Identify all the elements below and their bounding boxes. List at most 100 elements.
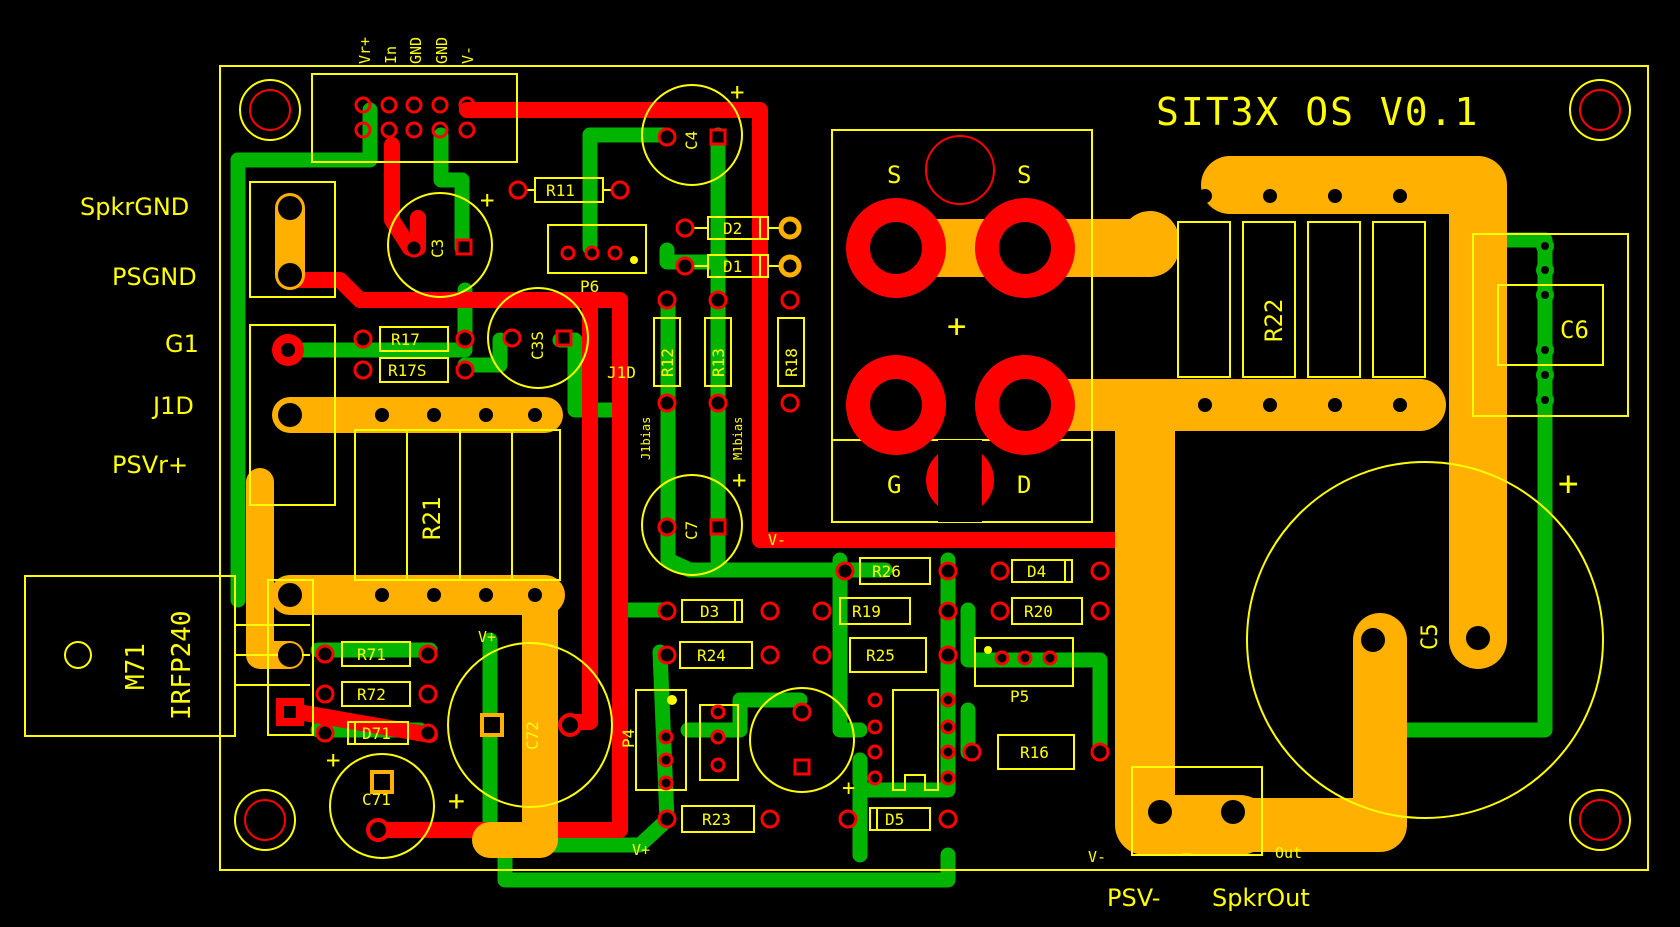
r24-resistor: R24 xyxy=(657,641,780,669)
r23-label: R23 xyxy=(702,810,731,829)
regulator-footprint: + xyxy=(842,689,956,801)
r72-label: R72 xyxy=(357,685,386,704)
r25-label: R25 xyxy=(866,646,895,665)
label-g1: G1 xyxy=(165,330,199,358)
mosfet-s1-label: S xyxy=(887,161,901,189)
label-psgnd: PSGND xyxy=(112,263,197,291)
d2-diode: D2 xyxy=(675,216,802,240)
mounting-holes xyxy=(234,79,1631,851)
c71-label: C71 xyxy=(362,790,391,809)
mounting-hole xyxy=(239,79,301,141)
d1-label: D1 xyxy=(723,257,742,276)
d3-label: D3 xyxy=(700,602,719,621)
c5-capacitor: C5 + xyxy=(1246,461,1604,819)
d71-label: D71 xyxy=(362,724,391,743)
r72-resistor: R72 xyxy=(315,681,438,707)
pad xyxy=(276,470,300,494)
input-pin-label: Vr+ xyxy=(356,37,374,64)
p4-label: P4 xyxy=(619,729,638,748)
r17-label: R17 xyxy=(391,330,420,349)
input-connector: Vr+ In GND GND V- xyxy=(311,37,518,163)
pad xyxy=(278,196,302,220)
pad xyxy=(281,343,295,357)
c5-label: C5 xyxy=(1418,624,1443,651)
c7-plus: + xyxy=(732,466,746,494)
c3-label: C3 xyxy=(428,239,447,258)
r13-label: R13 xyxy=(709,348,728,377)
pad xyxy=(278,263,302,287)
mosfet-s2-label: S xyxy=(1017,161,1031,189)
d5-diode: D5 xyxy=(838,807,958,831)
mosfet-main: + S S G D xyxy=(831,129,1093,523)
input-pin-label: V- xyxy=(459,46,477,64)
d71-diode: D71 xyxy=(315,721,438,745)
r18-label: R18 xyxy=(782,348,801,377)
r17s-resistor: R17S xyxy=(353,357,475,383)
c5-plus: + xyxy=(1558,464,1578,504)
r21-label: R21 xyxy=(418,497,446,540)
d2-label: D2 xyxy=(723,219,742,238)
r20-label: R20 xyxy=(1024,602,1053,621)
d5-label: D5 xyxy=(885,810,904,829)
r21-resistor-bank: R21 xyxy=(354,408,561,602)
r23-resistor: R23 xyxy=(657,805,780,833)
c72-capacitor: C72 xyxy=(447,642,613,808)
c3s-label: C3S xyxy=(528,331,547,360)
r26-label: R26 xyxy=(872,562,901,581)
reg-plus: + xyxy=(842,776,855,801)
r16-resistor: R16 xyxy=(962,734,1110,770)
c6-capacitor: C6 xyxy=(1472,233,1629,417)
board-outline xyxy=(219,65,1649,871)
r11-label: R11 xyxy=(546,181,575,200)
p4-trimmer: P4 xyxy=(619,689,739,791)
label-j1d: J1D xyxy=(151,392,194,420)
c7-label: C7 xyxy=(682,521,701,540)
mosfet-g-label: G xyxy=(887,471,901,499)
mounting-hole xyxy=(1569,79,1631,141)
pad xyxy=(278,403,302,427)
r26-resistor: R26 xyxy=(835,557,958,585)
d4-diode: D4 xyxy=(990,559,1110,583)
svg-text:+: + xyxy=(947,307,966,345)
j1bias-label: J1bias xyxy=(639,417,653,460)
c72-plus: + xyxy=(448,784,465,817)
board-title: SIT3X OS V0.1 xyxy=(1156,90,1479,134)
r17s-label: R17S xyxy=(388,361,427,380)
unlabeled-capacitor xyxy=(749,687,855,793)
d3-diode: D3 xyxy=(657,599,780,623)
label-spkrgnd: SpkrGND xyxy=(80,193,189,221)
m71-label: M71 xyxy=(121,643,151,690)
c4-capacitor: C4 + xyxy=(641,78,744,186)
net-vplus-top: V+ xyxy=(478,628,496,646)
left-terminal-blocks xyxy=(249,181,336,506)
r25-resistor: R25 xyxy=(812,637,958,673)
r16-label: R16 xyxy=(1020,743,1049,762)
p5-label: P5 xyxy=(1010,687,1029,706)
net-labels: J1D J1bias M1bias V- V+ V+ xyxy=(478,363,786,859)
r71-label: R71 xyxy=(357,645,386,664)
out-block-vminus: V- xyxy=(1088,848,1106,866)
svg-text:—: — xyxy=(1182,844,1192,862)
c71-capacitor: C71 + + xyxy=(326,746,465,859)
r24-label: R24 xyxy=(697,646,726,665)
r12-resistor: R12 xyxy=(653,290,681,413)
r13-resistor: R13 xyxy=(704,290,732,413)
axial-parts: R11 D2 D1 R17 R17S xyxy=(315,177,1110,833)
left-connector-labels: SpkrGND PSGND G1 J1D PSVr+ xyxy=(80,193,199,479)
pad xyxy=(278,583,302,607)
r12-label: R12 xyxy=(658,348,677,377)
mounting-hole xyxy=(234,789,296,851)
pad xyxy=(278,643,302,667)
c72-label: C72 xyxy=(523,721,542,750)
input-pin-label: GND xyxy=(407,37,425,64)
output-connector: V- Out — PSV- SpkrOut xyxy=(1088,766,1310,912)
label-spkrout: SpkrOut xyxy=(1212,884,1310,912)
label-psv-minus: PSV- xyxy=(1107,884,1160,912)
c7-capacitor: C7 + xyxy=(641,466,746,576)
r11-resistor: R11 xyxy=(508,177,630,203)
m71-part-label: IRFP240 xyxy=(167,610,197,720)
r20-resistor: R20 xyxy=(990,597,1110,625)
r17-resistor: R17 xyxy=(353,326,475,352)
input-pin-label: GND xyxy=(433,37,451,64)
